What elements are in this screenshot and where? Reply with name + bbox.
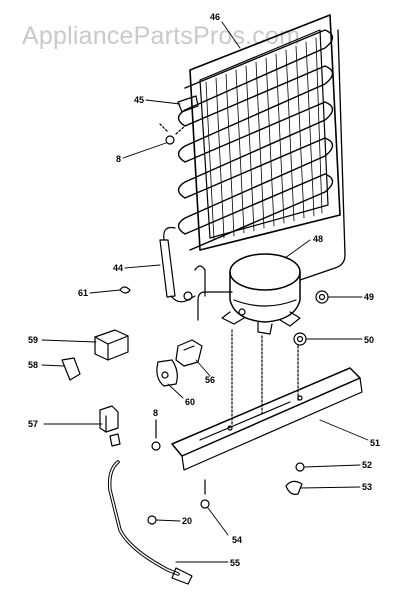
power-cord	[107, 460, 193, 585]
leader-44	[124, 264, 161, 269]
callout-45: 45	[134, 95, 144, 105]
grommet-49	[315, 290, 329, 304]
mounting-bracket	[177, 95, 199, 113]
callout-48: 48	[313, 234, 323, 244]
callout-46: 46	[210, 12, 220, 22]
clip-53	[285, 480, 303, 495]
leader-8a	[122, 142, 167, 159]
callout-59: 59	[28, 335, 38, 345]
callout-55: 55	[230, 558, 240, 568]
callout-52: 52	[362, 460, 372, 470]
relay	[94, 329, 129, 361]
terminal-cover	[156, 359, 178, 387]
callout-60: 60	[185, 397, 195, 407]
screw-8-top	[159, 123, 186, 145]
bolt-54	[200, 479, 210, 509]
callout-54: 54	[232, 535, 242, 545]
callout-57: 57	[28, 419, 38, 429]
leader-51	[319, 419, 369, 441]
callout-51: 51	[370, 438, 380, 448]
callout-49: 49	[364, 292, 374, 302]
callout-50: 50	[364, 335, 374, 345]
leader-20	[155, 519, 181, 522]
leader-48	[284, 239, 311, 259]
leader-46	[221, 21, 241, 49]
screw-52	[295, 462, 305, 472]
callout-8-top: 8	[116, 154, 121, 164]
callout-44: 44	[113, 263, 123, 273]
leader-61	[89, 289, 121, 294]
leader-45	[145, 99, 181, 105]
terminal-block	[99, 405, 121, 447]
callout-61: 61	[78, 288, 88, 298]
leader-53	[299, 486, 361, 489]
leader-59	[41, 339, 97, 343]
callout-20: 20	[182, 516, 192, 526]
callout-56: 56	[205, 375, 215, 385]
callout-8-middle: 8	[153, 408, 158, 418]
screw-20	[147, 515, 157, 525]
leader-52	[303, 464, 361, 468]
leader-60	[167, 383, 184, 399]
leader-54	[207, 507, 229, 536]
tube-clip	[119, 286, 131, 294]
compressor	[197, 253, 301, 335]
grommet-50	[293, 332, 307, 346]
screw-8-middle	[151, 419, 161, 451]
condenser-coil	[177, 14, 346, 281]
wire-clip	[61, 357, 81, 381]
leader-58	[41, 364, 65, 367]
callout-53: 53	[362, 482, 372, 492]
leader-56	[195, 359, 211, 377]
callout-58: 58	[28, 360, 38, 370]
base-plate	[171, 329, 363, 471]
filter-drier	[159, 226, 206, 303]
